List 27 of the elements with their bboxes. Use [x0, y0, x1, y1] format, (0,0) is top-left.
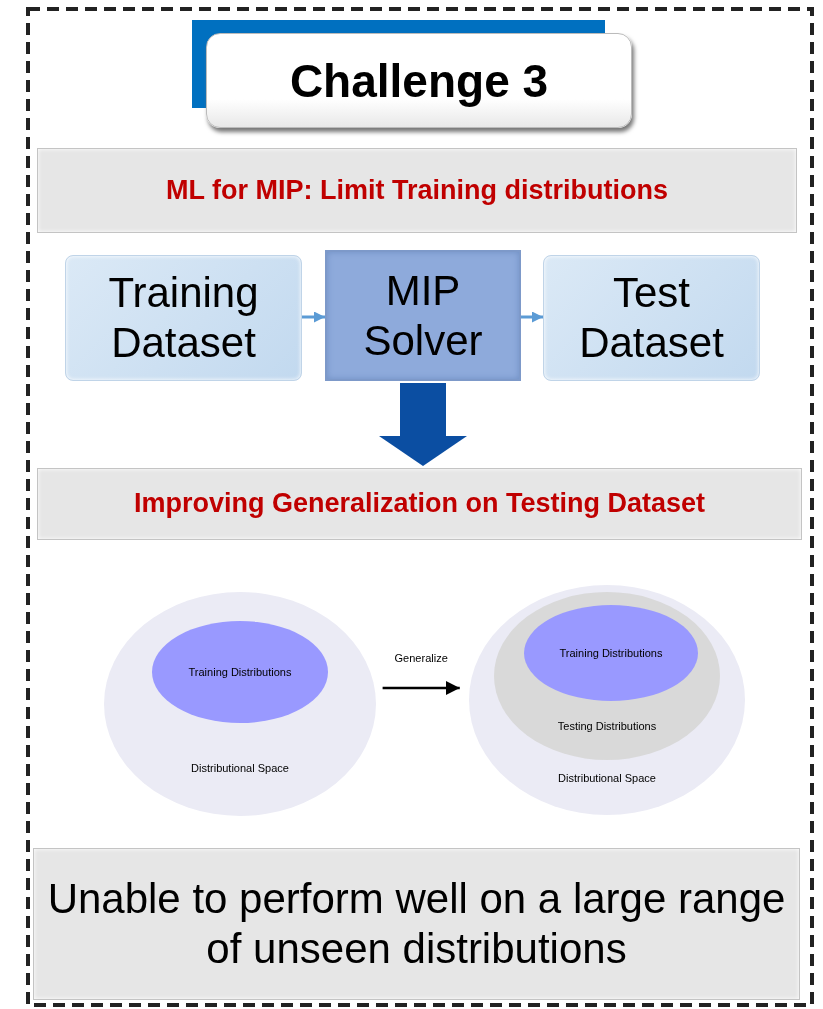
title: Challenge 3: [289, 53, 549, 108]
arrow: [302, 311, 325, 323]
distribution-space-ellipse: [104, 592, 376, 816]
box-label: Training Dataset: [107, 268, 260, 368]
ellipse-label: Training Distributions: [188, 666, 292, 678]
box-label: Test Dataset: [578, 268, 725, 368]
heading-band: [37, 468, 802, 540]
process-box: [543, 255, 760, 381]
conclusion-box: [33, 848, 800, 1000]
ellipse-label: Testing Distributions: [556, 720, 658, 732]
box-label: Unable to perform well on a large range of unseen distributions: [46, 874, 787, 974]
heading-text: ML for MIP: Limit Training distributions: [165, 174, 669, 207]
heading-text: Improving Generalization on Testing Dataset: [132, 488, 707, 520]
ellipse-label: Distributional Space: [190, 762, 290, 774]
training-distribution-ellipse: [524, 605, 698, 701]
arrow: [382, 681, 460, 695]
block-arrow: [379, 383, 467, 466]
heading-band: [37, 148, 797, 233]
box-label: MIP Solver: [362, 265, 484, 366]
ellipse-label: Distributional Space: [557, 772, 657, 784]
training-distribution-ellipse: [152, 621, 328, 723]
testing-distribution-ellipse: [494, 592, 720, 760]
process-box: [65, 255, 302, 381]
arrow: [521, 311, 543, 323]
ellipse-label: Training Distributions: [559, 647, 663, 659]
process-box: [325, 250, 521, 381]
distribution-space-ellipse: [469, 585, 745, 815]
